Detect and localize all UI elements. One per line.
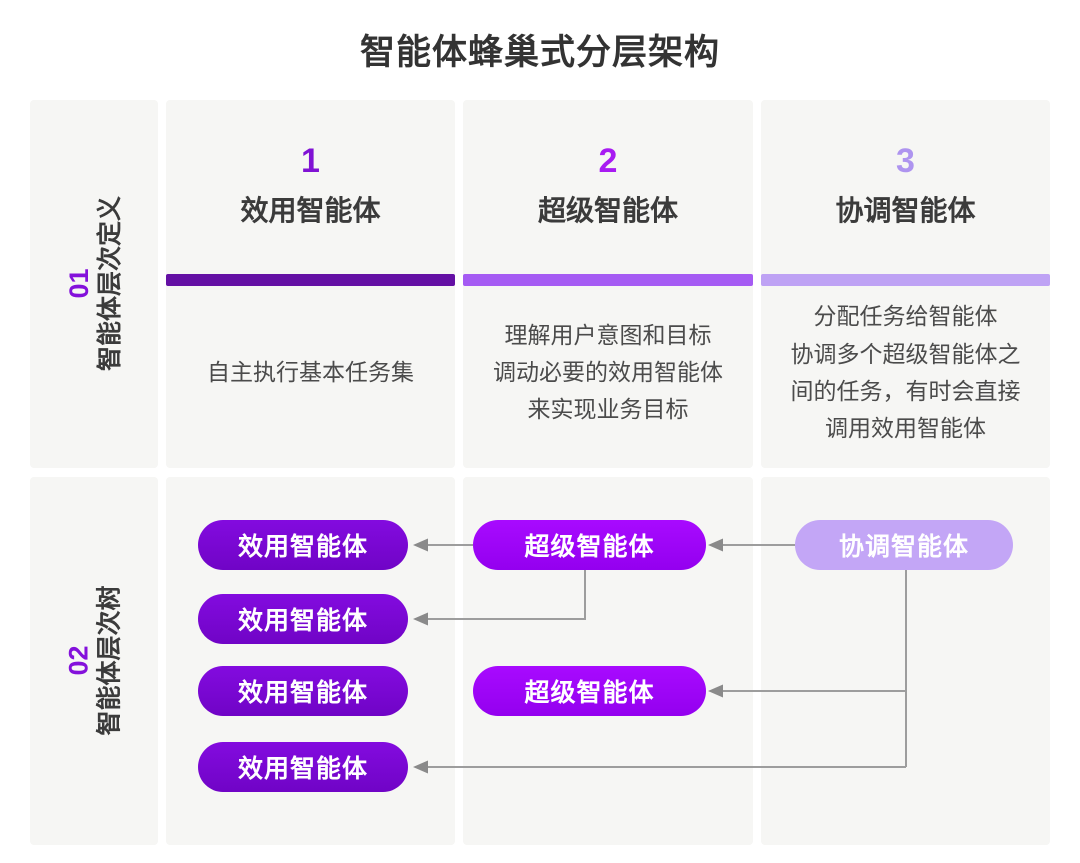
- level-number: 1: [301, 142, 320, 180]
- level-description: 自主执行基本任务集: [207, 359, 414, 386]
- level-accent-bar: [166, 273, 455, 286]
- level-accent-bar: [761, 273, 1050, 286]
- pill-utility-2: 效用智能体: [198, 594, 408, 644]
- level-name: 效用智能体: [240, 195, 381, 226]
- section-label: 智能体层次树: [95, 585, 124, 736]
- section-02-rotated-label: 02 智能体层次树: [63, 586, 124, 736]
- pill-utility-1: 效用智能体: [198, 520, 408, 570]
- pill-super-1: 超级智能体: [473, 520, 706, 570]
- section-number: 01: [63, 268, 94, 300]
- level-description: 理解用户意图和目标 调动必要的效用智能体 来实现业务目标: [493, 321, 723, 423]
- level-description: 分配任务给智能体 协调多个超级智能体之 间的任务，有时会直接 调用效用智能体: [790, 303, 1021, 442]
- section-label: 智能体层次定义: [95, 196, 124, 372]
- section-01-rotated-label: 01 智能体层次定义: [63, 196, 124, 371]
- level-1-column: 1 效用智能体 自主执行基本任务集: [166, 100, 455, 468]
- diagram-title: 智能体蜂巢式分层架构: [359, 33, 720, 72]
- level-name: 协调智能体: [835, 195, 976, 226]
- level-2-column: 2 超级智能体 理解用户意图和目标 调动必要的效用智能体 来实现业务目标: [463, 100, 753, 468]
- level-number: 2: [598, 142, 618, 180]
- section-number: 02: [63, 645, 94, 677]
- pill-utility-4: 效用智能体: [198, 742, 408, 792]
- pill-super-2: 超级智能体: [473, 666, 706, 716]
- section-01-sidebar: 01 智能体层次定义: [30, 100, 158, 468]
- section-02-sidebar: 02 智能体层次树: [30, 477, 158, 845]
- level-accent-bar: [463, 273, 753, 286]
- pill-utility-3: 效用智能体: [198, 666, 408, 716]
- pill-coordinator-1: 协调智能体: [795, 520, 1013, 570]
- level-name: 超级智能体: [537, 195, 678, 226]
- level-3-column: 3 协调智能体 分配任务给智能体 协调多个超级智能体之 间的任务，有时会直接 调…: [761, 100, 1050, 468]
- level-number: 3: [896, 142, 915, 180]
